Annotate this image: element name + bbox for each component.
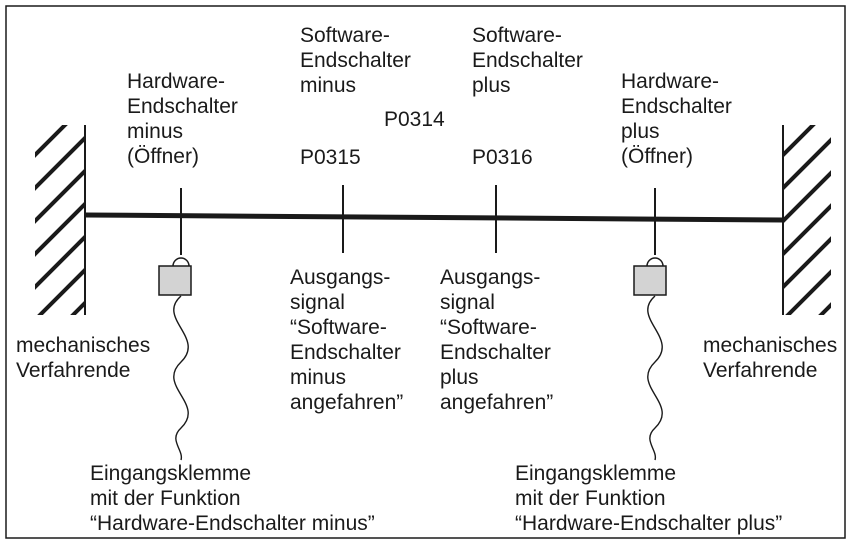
parameter-p0316: P0316 — [472, 146, 533, 169]
diagram-frame — [5, 5, 846, 539]
right-mechanical-end-wall — [782, 125, 831, 315]
left-mechanical-end-wall — [35, 125, 86, 315]
parameter-p0315: P0315 — [300, 146, 361, 169]
hardware-limit-switch-minus — [158, 188, 192, 461]
hardware-limit-switch-plus — [633, 188, 667, 461]
parameter-p0314: P0314 — [384, 108, 445, 131]
travel-axis — [84, 212, 784, 223]
